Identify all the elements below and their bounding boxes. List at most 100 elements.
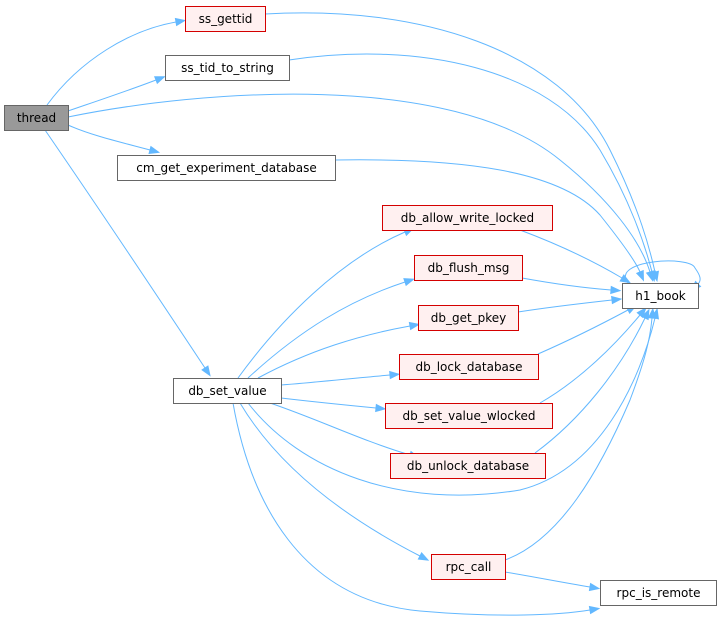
edge-arrowhead [636, 307, 647, 319]
edge-line [46, 21, 177, 106]
edge-db_set_value-to-db_flush_msg [247, 278, 415, 379]
node-label: ss_tid_to_string [181, 61, 274, 75]
edge-thread-to-cm_get_experiment_database [67, 124, 161, 154]
edge-db_allow_write_locked-to-h1_book [519, 229, 631, 284]
node-db-allow-write-locked[interactable]: db_allow_write_locked [382, 205, 553, 231]
node-box[interactable] [185, 6, 266, 32]
node-box[interactable] [418, 305, 519, 331]
edge-db_set_value-to-db_lock_database [280, 370, 401, 386]
edge-ss_tid_to_string-to-h1_book [288, 53, 656, 283]
edge-thread-to-ss_gettid [46, 17, 187, 106]
node-h1-book[interactable]: h1_book [622, 283, 699, 309]
node-box[interactable] [385, 403, 553, 429]
edge-thread-to-h1_book [67, 93, 654, 282]
node-label: db_flush_msg [428, 261, 510, 275]
edge-line [280, 374, 391, 386]
edge-arrowhead [408, 321, 421, 331]
node-label: db_set_value_wlocked [403, 409, 536, 423]
node-box[interactable] [431, 554, 506, 580]
node-thread[interactable]: thread [4, 105, 69, 131]
node-label: thread [17, 111, 56, 125]
node-label: rpc_call [446, 560, 492, 574]
node-box[interactable] [622, 283, 699, 309]
edge-db_set_value_wlocked-to-h1_book [539, 307, 647, 404]
node-box[interactable] [4, 105, 69, 131]
node-box[interactable] [600, 580, 717, 606]
edge-cm_get_experiment_database-to-h1_book [334, 159, 644, 282]
node-db-set-value[interactable]: db_set_value [173, 378, 282, 404]
edge-db_set_value-to-db_set_value_wlocked [280, 397, 387, 413]
node-label: rpc_is_remote [617, 586, 701, 600]
node-box[interactable] [414, 255, 523, 281]
edge-line [521, 277, 612, 291]
edge-arrowhead [375, 403, 387, 413]
edge-line [539, 314, 641, 404]
edge-arrowhead [647, 307, 657, 319]
edge-arrowhead [619, 274, 631, 284]
edge-arrowhead [148, 145, 161, 154]
node-cm-get-experiment-database[interactable]: cm_get_experiment_database [117, 155, 336, 181]
node-db-get-pkey[interactable]: db_get_pkey [418, 305, 519, 331]
node-label: db_lock_database [415, 360, 522, 374]
edge-line [67, 124, 151, 151]
node-db-set-value-wlocked[interactable]: db_set_value_wlocked [385, 403, 553, 429]
node-label: h1_book [635, 289, 686, 303]
call-graph-edges [44, 12, 702, 616]
edge-line [232, 402, 591, 616]
edge-db_set_value-to-rpc_call [239, 402, 430, 561]
node-label: db_unlock_database [407, 459, 529, 473]
edge-rpc_call-to-rpc_is_remote [504, 571, 601, 592]
node-ss-tid-to-string[interactable]: ss_tid_to_string [165, 55, 290, 81]
edge-line [237, 231, 406, 379]
edge-arrowhead [154, 76, 166, 85]
edge-db_get_pkey-to-h1_book [517, 295, 623, 313]
edge-line [624, 260, 701, 285]
edge-db_set_value-to-db_get_pkey [257, 321, 421, 379]
call-graph-nodes: thread ss_gettid ss_tid_to_string cm_get_ex… [4, 6, 717, 606]
edge-line [239, 402, 421, 557]
node-label: ss_gettid [199, 12, 253, 26]
edge-db_flush_msg-to-h1_book [521, 277, 622, 295]
node-rpc-call[interactable]: rpc_call [431, 554, 506, 580]
edge-db_set_value-to-db_allow_write_locked [237, 227, 415, 379]
edge-thread-to-ss_tid_to_string [67, 76, 166, 112]
node-box[interactable] [117, 155, 336, 181]
node-box[interactable] [390, 453, 546, 479]
edge-line [264, 12, 656, 273]
edge-line [247, 281, 406, 379]
node-label: db_allow_write_locked [401, 211, 534, 225]
edge-line [517, 299, 613, 313]
edge-line [247, 317, 656, 496]
edge-line [269, 402, 411, 456]
node-label: db_get_pkey [431, 311, 507, 325]
edge-line [280, 397, 377, 409]
edge-db_set_value-to-rpc_is_remote [232, 402, 601, 616]
edge-arrowhead [588, 605, 601, 615]
edge-arrowhead [417, 552, 430, 561]
edge-line [288, 53, 653, 273]
edge-arrowhead [389, 370, 401, 380]
edge-arrowhead [174, 17, 187, 27]
edge-arrowhead [588, 582, 601, 592]
node-box[interactable] [399, 354, 539, 380]
edge-line [67, 93, 651, 273]
node-box[interactable] [173, 378, 282, 404]
edge-line [257, 325, 411, 379]
edge-arrowhead [201, 365, 211, 377]
edge-arrowhead [640, 308, 650, 321]
node-rpc-is-remote[interactable]: rpc_is_remote [600, 580, 717, 606]
node-box[interactable] [382, 205, 553, 231]
edge-db_lock_database-to-h1_book [537, 305, 638, 355]
node-ss-gettid[interactable]: ss_gettid [185, 6, 266, 32]
node-db-lock-database[interactable]: db_lock_database [399, 354, 539, 380]
edge-line [537, 309, 629, 355]
edge-db_unlock_database-to-h1_book [534, 308, 650, 454]
edge-line [504, 317, 653, 561]
edge-arrowhead [610, 285, 622, 295]
node-box[interactable] [165, 55, 290, 81]
edge-arrowhead [635, 269, 644, 282]
node-db-unlock-database[interactable]: db_unlock_database [390, 453, 546, 479]
node-db-flush-msg[interactable]: db_flush_msg [414, 255, 523, 281]
edge-line [504, 571, 591, 588]
